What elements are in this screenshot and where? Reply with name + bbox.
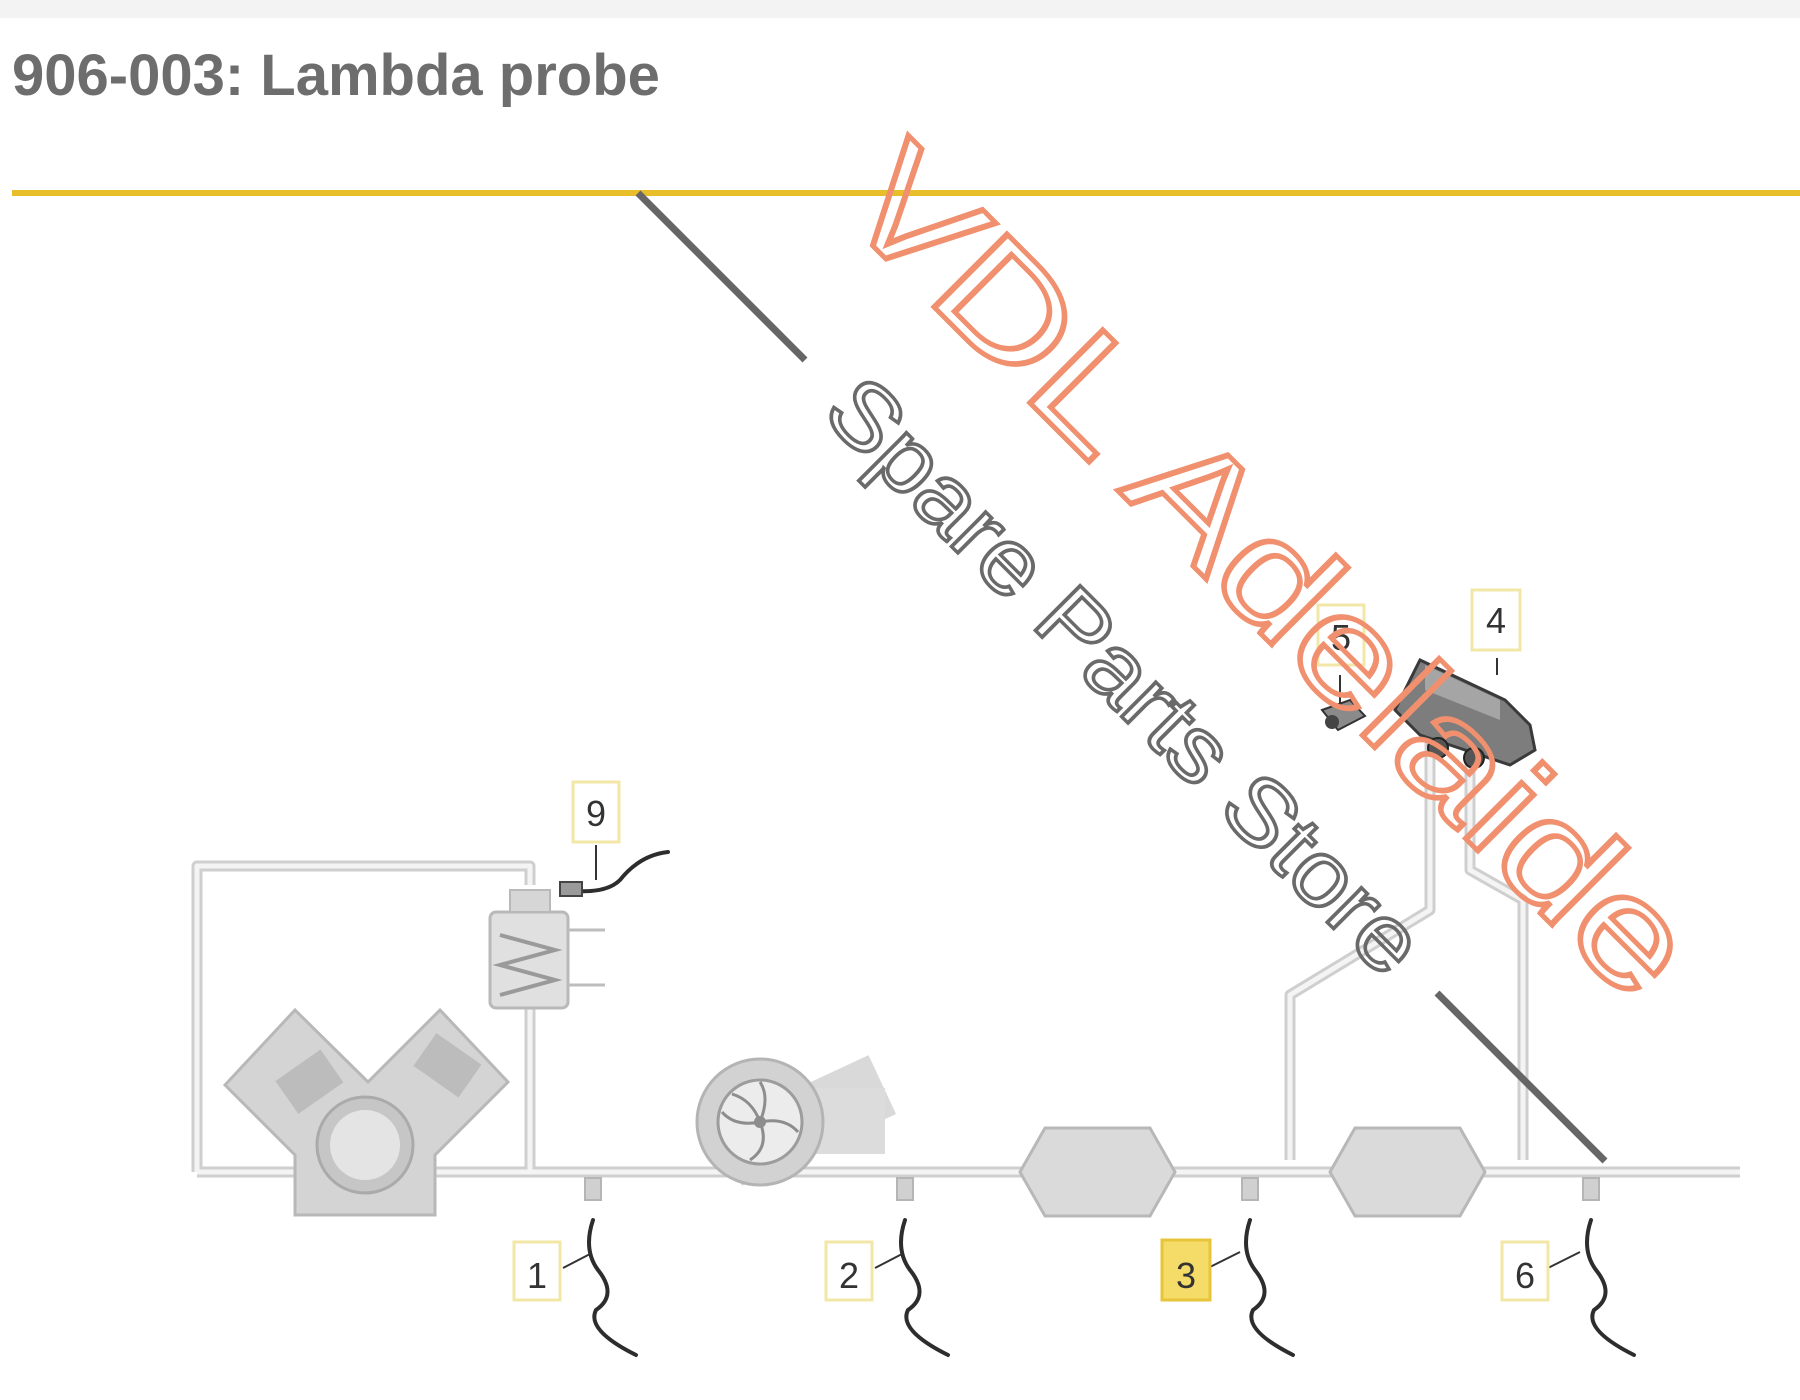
callout-6-label: 6 xyxy=(1515,1255,1535,1296)
callout-4[interactable]: 4 xyxy=(1470,588,1522,652)
callout-5-label: 5 xyxy=(1331,617,1351,658)
egr-cooler xyxy=(488,889,605,1010)
sensor-ports xyxy=(584,1177,1600,1201)
callout-1[interactable]: 1 xyxy=(512,1240,562,1302)
lambda-probe-3 xyxy=(1244,1218,1295,1357)
catalytic-converter-2 xyxy=(1328,1126,1487,1218)
callout-leaders xyxy=(562,658,1581,1269)
lambda-probe-1 xyxy=(587,1218,638,1357)
catalytic-converter-1 xyxy=(1018,1126,1177,1218)
turbocharger xyxy=(695,1055,896,1187)
callout-9-label: 9 xyxy=(586,793,606,834)
callout-6[interactable]: 6 xyxy=(1500,1240,1550,1302)
callout-4-label: 4 xyxy=(1486,600,1506,641)
watermark-slash-bottom xyxy=(1434,990,1608,1164)
lambda-probe-2 xyxy=(899,1218,950,1357)
callout-2-label: 2 xyxy=(839,1255,859,1296)
callout-1-label: 1 xyxy=(527,1255,547,1296)
differential-pressure-sensor xyxy=(1320,658,1537,769)
page-title: 906-003: Lambda probe xyxy=(12,43,660,108)
callout-2[interactable]: 2 xyxy=(824,1240,874,1302)
callout-3-label: 3 xyxy=(1176,1255,1196,1296)
watermark-slash-top xyxy=(635,190,808,363)
temperature-sensor-9 xyxy=(559,850,670,897)
callout-3[interactable]: 3 xyxy=(1160,1238,1212,1302)
engine-block xyxy=(222,1007,511,1217)
watermark: VDL Adelaide Spare Parts Store xyxy=(635,109,1733,1164)
lambda-probe-6 xyxy=(1585,1218,1636,1357)
callout-5[interactable]: 5 xyxy=(1316,603,1366,667)
title-divider xyxy=(12,190,1800,196)
callout-9[interactable]: 9 xyxy=(571,780,621,844)
